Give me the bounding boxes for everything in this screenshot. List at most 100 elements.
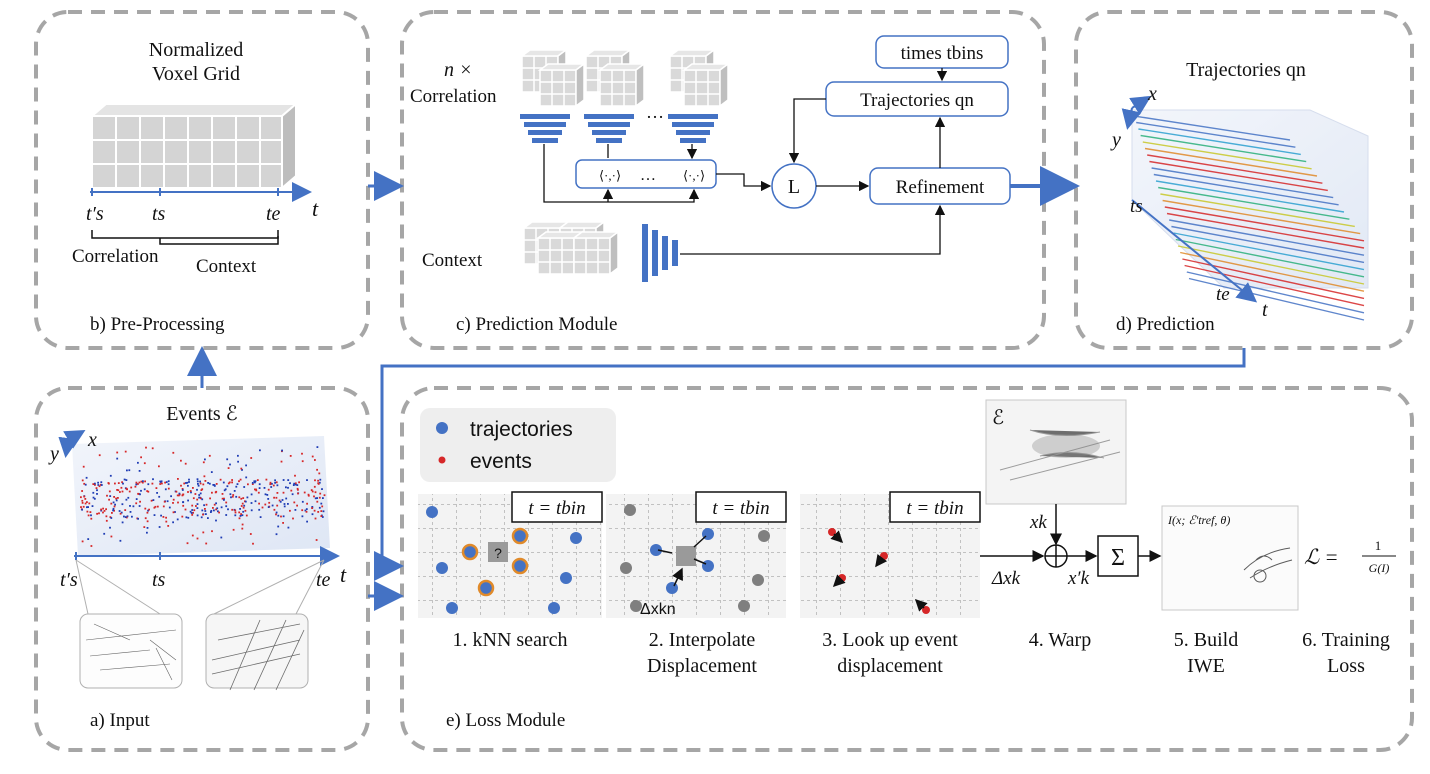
event-point: [283, 503, 286, 505]
event-point: [199, 480, 201, 483]
event-point: [231, 479, 233, 481]
event-point: [313, 485, 316, 488]
trajectory-line: [1140, 134, 1307, 163]
event-point: [174, 511, 176, 513]
trajectory-line: [1175, 238, 1365, 278]
event-point: [194, 493, 197, 495]
event-point: [165, 520, 168, 523]
event-point: [318, 496, 321, 499]
event-point: [275, 496, 278, 499]
event-point: [94, 484, 96, 486]
trajectory-line: [1169, 219, 1365, 256]
event-point: [89, 511, 92, 513]
event-point: [241, 502, 244, 505]
axis-t: t: [312, 196, 319, 221]
event-point: [167, 483, 170, 486]
event-point: [254, 480, 257, 483]
event-point: [111, 512, 113, 514]
event-point: [254, 481, 256, 484]
event-point: [150, 499, 153, 502]
event-point: [156, 505, 159, 508]
event-point: [246, 496, 249, 499]
event-point: [92, 491, 95, 494]
inner-product-2: ⟨·,·⟩: [683, 168, 705, 183]
event-point: [244, 509, 247, 512]
event-point: [273, 508, 276, 511]
event-point: [320, 510, 323, 512]
event-point: [213, 509, 215, 512]
event-point: [267, 506, 270, 508]
correlation-bracket: [91, 230, 279, 239]
event-point: [223, 489, 226, 492]
event-point: [202, 483, 205, 486]
event-point: [222, 481, 225, 484]
event-point: [124, 509, 127, 511]
event-point: [147, 509, 149, 512]
event-point: [223, 499, 225, 501]
event-point: [186, 542, 189, 545]
event-point: [137, 492, 139, 495]
correlation-encoders: [520, 114, 718, 143]
event-point: [172, 498, 175, 501]
event-point: [297, 492, 299, 495]
event-point: [200, 489, 203, 491]
event-point: [275, 513, 277, 516]
event-point: [243, 504, 246, 507]
tick-te: te: [266, 203, 281, 225]
event-point: [272, 484, 275, 487]
event-point: [130, 486, 133, 489]
event-point: [181, 515, 184, 518]
event-point: [289, 482, 291, 485]
event-point: [86, 510, 89, 513]
event-point: [231, 481, 233, 484]
event-point: [128, 469, 131, 472]
event-point: [279, 500, 282, 503]
event-point: [231, 495, 234, 498]
event-point: [187, 491, 189, 493]
event-point: [115, 499, 118, 502]
event-point: [277, 525, 280, 528]
event-point: [86, 501, 88, 503]
event-point: [121, 503, 124, 506]
event-point: [105, 515, 108, 518]
event-point: [201, 498, 204, 501]
event-point: [204, 458, 206, 461]
step-5-line1: 5. Build: [1174, 629, 1238, 651]
event-point: [81, 540, 84, 543]
correlation-volumes: [521, 49, 729, 107]
event-point: [142, 480, 144, 483]
event-point: [98, 512, 100, 515]
pred-axis-x: [1129, 95, 1152, 115]
event-point: [202, 513, 204, 516]
event-point: [192, 487, 194, 489]
event-point: [202, 531, 205, 534]
event-point: [245, 464, 247, 467]
event-point: [203, 504, 205, 507]
event-point: [172, 521, 174, 524]
event-point: [138, 470, 141, 472]
event-point: [81, 499, 84, 502]
event-point: [307, 493, 310, 496]
trajectory-line: [1180, 251, 1365, 292]
event-point: [168, 506, 171, 509]
event-point: [188, 478, 190, 481]
panel-input: [34, 386, 370, 752]
pred-tick-ts: ts: [1130, 196, 1143, 217]
inner-product-dots: …: [640, 167, 656, 184]
event-point: [191, 514, 194, 516]
event-point: [182, 504, 185, 507]
event-point: [245, 476, 248, 479]
event-point: [108, 490, 111, 493]
event-point: [197, 484, 200, 487]
event-point: [306, 520, 308, 523]
event-point: [215, 483, 218, 485]
event-point: [267, 488, 270, 491]
event-point: [304, 509, 307, 512]
event-point: [103, 532, 106, 535]
event-point: [177, 478, 179, 480]
event-point: [289, 509, 291, 512]
event-point: [203, 475, 206, 478]
event-point: [90, 514, 92, 517]
event-point: [125, 479, 128, 481]
event-point: [97, 484, 100, 486]
